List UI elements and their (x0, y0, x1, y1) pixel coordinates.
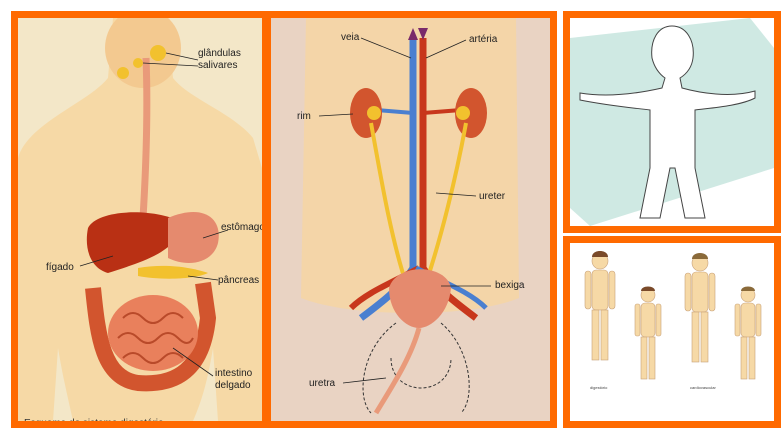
digestive-system-panel: glândulas salivares estômago fígado pânc… (11, 11, 269, 428)
label-uretra: uretra (309, 378, 335, 389)
body-figures-illustration (570, 243, 774, 421)
body-outline-panel (563, 11, 781, 233)
label-ureter: ureter (479, 191, 505, 202)
body-figures-panel: digestório cardiovascular (563, 236, 781, 428)
label-veia: veia (341, 32, 359, 43)
label-pancreas: pâncreas (218, 275, 259, 286)
figure-caption-left: digestório (590, 385, 607, 390)
label-glandulas-2: salivares (198, 60, 237, 71)
urinary-system-illustration (271, 18, 550, 421)
label-intestino-2: delgado (215, 380, 251, 391)
digestive-system-illustration (18, 18, 262, 421)
label-bexiga: bexiga (495, 280, 524, 291)
label-estomago: estômago (221, 222, 265, 233)
label-figado: fígado (46, 262, 74, 273)
label-glandulas-1: glândulas (198, 48, 241, 59)
label-arteria: artéria (469, 34, 497, 45)
urinary-system-panel: veia artéria rim ureter bexiga uretra (264, 11, 557, 428)
figure-caption-right: cardiovascular (690, 385, 716, 390)
body-outline-illustration (570, 18, 774, 226)
label-intestino-1: intestino (215, 368, 252, 379)
label-rim: rim (297, 111, 311, 122)
figure-caption: Esquema do sistema digestório (24, 418, 164, 428)
